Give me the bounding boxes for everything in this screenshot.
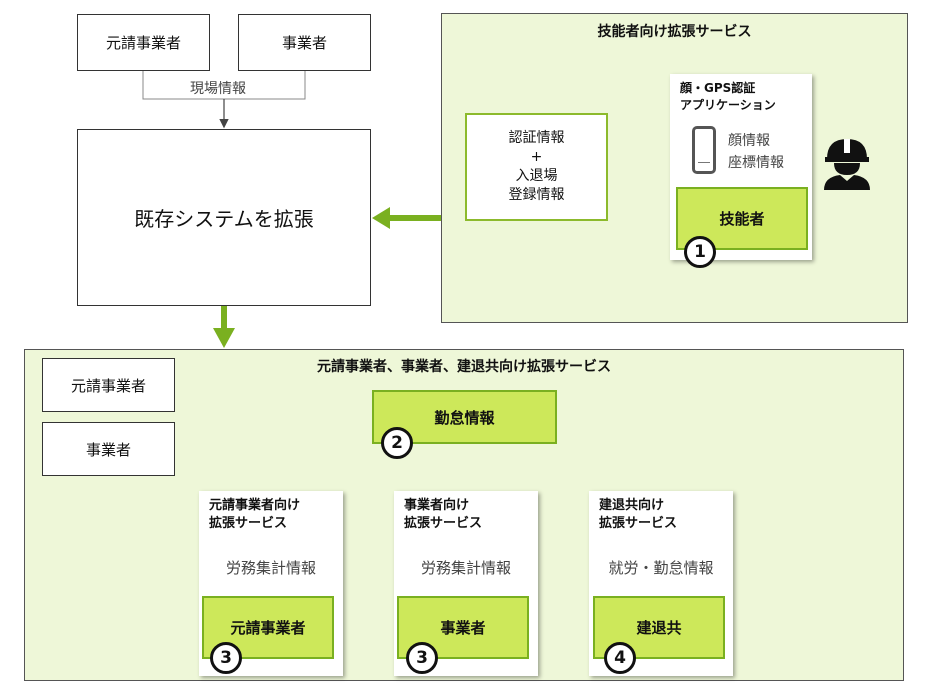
app-info-line: 顔情報: [728, 133, 770, 149]
card-title: 建退共向け 拡張サービス: [599, 498, 678, 531]
skilled-panel-title: 技能者向け拡張サービス: [597, 24, 752, 40]
auth-info-line: 認証情報: [508, 130, 565, 146]
card-title: 元請事業者向け 拡張サービス: [209, 498, 301, 531]
bottom-motouke-box[interactable]: 元請事業者: [42, 358, 175, 412]
motouke-label: 元請事業者: [105, 34, 181, 52]
existing-system-label: 既存システムを拡張: [134, 207, 314, 231]
app-title-line: アプリケーション: [680, 98, 776, 112]
app-info-line: 座標情報: [728, 155, 784, 171]
card-button-label: 事業者: [440, 619, 486, 637]
step-number-1: 1: [684, 236, 716, 268]
jigyosha-label: 事業者: [281, 34, 327, 52]
motouke-box[interactable]: 元請事業者: [77, 14, 210, 71]
auth-info-box[interactable]: 認証情報 + 入退場 登録情報: [465, 113, 608, 221]
bottom-motouke-label: 元請事業者: [70, 376, 146, 395]
jigyosha-box[interactable]: 事業者: [238, 14, 371, 71]
card-button-label: 元請事業者: [230, 619, 306, 637]
card-button-label: 建退共: [636, 619, 682, 637]
construction-worker-icon: [824, 139, 870, 190]
attendance-label: 勤怠情報: [434, 408, 495, 427]
bottom-jigyosha-label: 事業者: [85, 440, 131, 459]
attendance-button[interactable]: 勤怠情報: [372, 390, 557, 444]
bottom-jigyosha-box[interactable]: 事業者: [42, 422, 175, 476]
app-title-line: 顔・GPS認証: [680, 81, 756, 95]
auth-info-line: +: [530, 149, 543, 165]
smartphone-icon: [692, 126, 716, 174]
existing-system-box[interactable]: 既存システムを拡張: [77, 129, 371, 306]
auth-info-line: 登録情報: [508, 187, 565, 203]
site-info-label: 現場情報: [190, 81, 246, 97]
card-title: 事業者向け 拡張サービス: [404, 498, 483, 531]
step-number-4: 4: [604, 642, 636, 674]
step-number-2: 2: [381, 427, 413, 459]
card-info: 労務集計情報: [225, 559, 316, 577]
auth-info-line: 入退場: [515, 168, 558, 184]
card-info: 労務集計情報: [420, 559, 511, 577]
step-number-3: 3: [406, 642, 438, 674]
worker-label: 技能者: [719, 210, 765, 228]
bottom-panel-title: 元請事業者、事業者、建退共向け拡張サービス: [317, 359, 611, 375]
step-number-3: 3: [210, 642, 242, 674]
card-info: 就労・勤怠情報: [608, 559, 714, 577]
